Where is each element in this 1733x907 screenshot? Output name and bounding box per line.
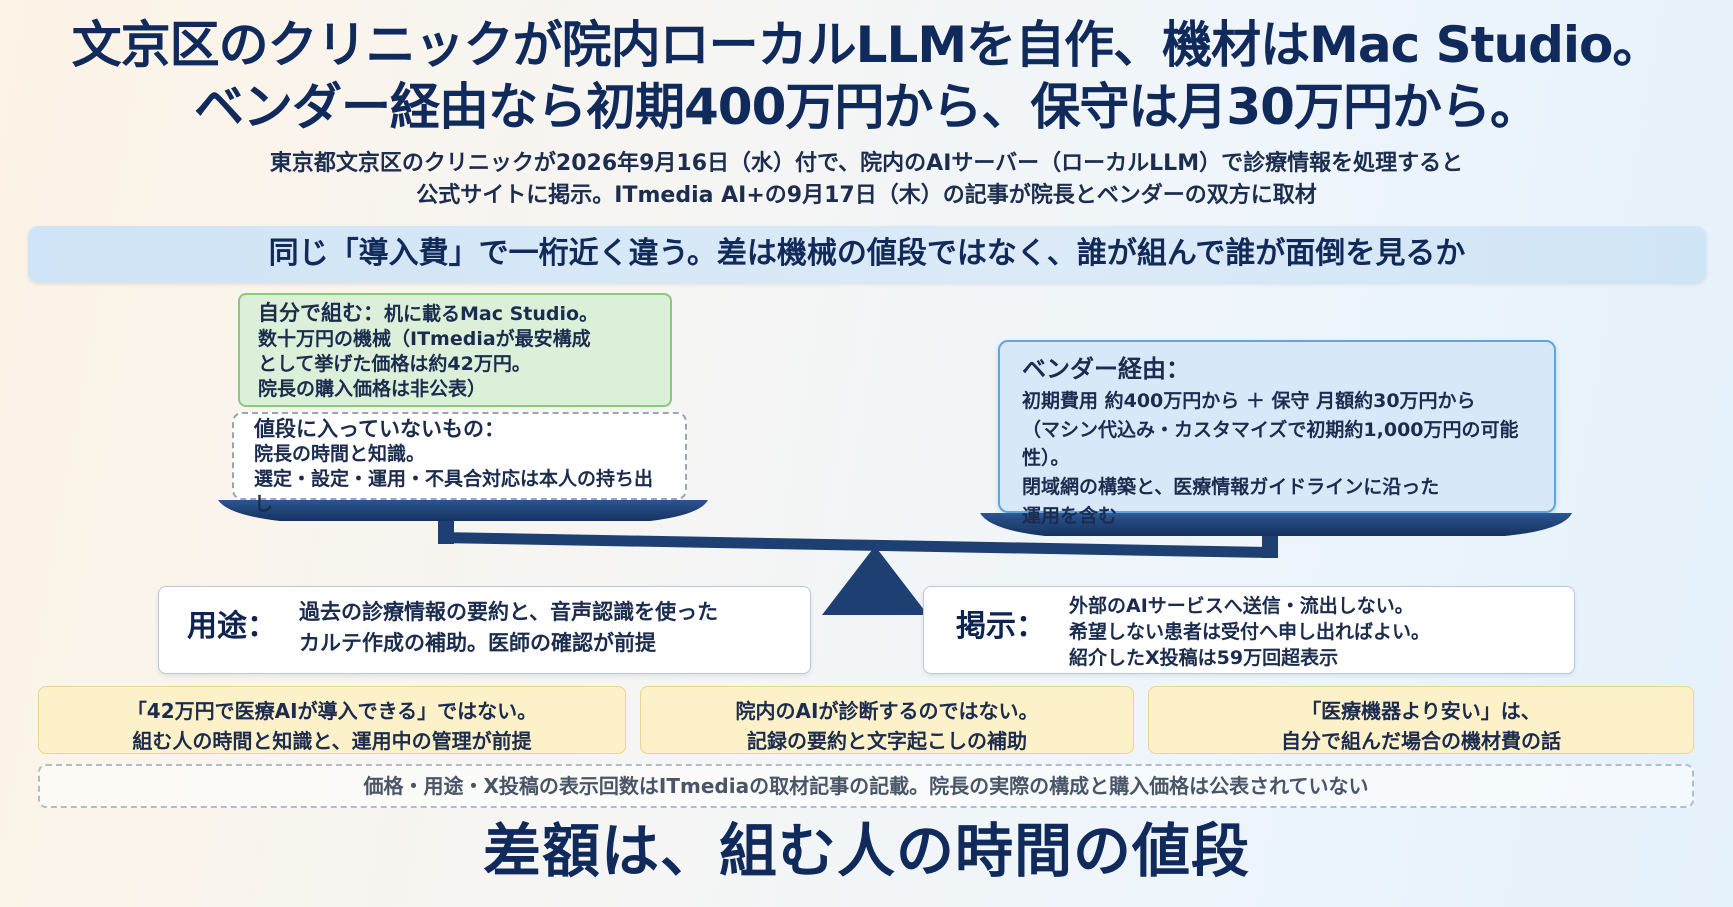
- caution-2-line-1: 院内のAIが診断するのではない。: [735, 699, 1039, 723]
- not-included-line-1: 院長の時間と知識。: [254, 443, 426, 465]
- headline-line-1: 文京区のクリニックが院内ローカルLLMを自作、機材はMac Studio。: [71, 16, 1663, 74]
- diy-line-2: 数十万円の機械（ITmediaが最安構成: [258, 328, 591, 350]
- diy-line-3: として挙げた価格は約42万円。: [258, 353, 531, 375]
- posting-line-1: 外部のAIサービスへ送信・流出しない。: [1069, 595, 1414, 617]
- caution-box-3: 「医療機器より安い」は、 自分で組んだ場合の機材費の話: [1148, 686, 1694, 754]
- vendor-line-1: 初期費用 約400万円から ＋ 保守 月額約30万円から: [1022, 390, 1476, 412]
- caution-box-1: 「42万円で医療AIが導入できる」ではない。 組む人の時間と知識と、運用中の管理…: [38, 686, 626, 754]
- posting-line-3: 紹介したX投稿は59万回超表示: [1069, 647, 1339, 669]
- source-note: 価格・用途・X投稿の表示回数はITmediaの取材記事の記載。院長の実際の構成と…: [38, 764, 1694, 808]
- scale-beam: [438, 532, 1270, 558]
- key-message-banner: 同じ「導入費」で一桁近く違う。差は機械の値段ではなく、誰が組んで誰が面倒を見るか: [28, 226, 1706, 282]
- not-included-heading: 値段に入っていないもの：: [254, 417, 505, 441]
- vendor-line-2: （マシン代込み・カスタマイズで初期約1,000万円の可能性）。: [1022, 419, 1519, 469]
- posting-text: 外部のAIサービスへ送信・流出しない。 希望しない患者は受付へ申し出ればよい。 …: [1069, 593, 1430, 671]
- caution-3-line-2: 自分で組んだ場合の機材費の話: [1281, 729, 1561, 753]
- vendor-line-4: 運用を含む: [1022, 505, 1118, 527]
- usage-text: 過去の診療情報の要約と、音声認識を使った カルテ作成の補助。医師の確認が前提: [299, 597, 718, 659]
- vendor-heading: ベンダー経由：: [1022, 355, 1190, 383]
- right-hanger: [1262, 536, 1278, 558]
- not-included-line-2: 選定・設定・運用・不具合対応は本人の持ち出し: [254, 468, 654, 515]
- not-included-box: 値段に入っていないもの： 院長の時間と知識。 選定・設定・運用・不具合対応は本人…: [232, 412, 687, 515]
- right-scale-pan: [980, 513, 1572, 536]
- usage-line-2: カルテ作成の補助。医師の確認が前提: [299, 631, 656, 655]
- scale-fulcrum: [822, 546, 928, 615]
- headline-line-2: ベンダー経由なら初期400万円から、保守は月30万円から。: [194, 78, 1540, 136]
- conclusion-text: 差額は、組む人の時間の値段: [482, 817, 1250, 885]
- caution-box-2: 院内のAIが診断するのではない。 記録の要約と文字起こしの補助: [640, 686, 1134, 754]
- diy-cost-box: 自分で組む：机に載るMac Studio。 数十万円の機械（ITmediaが最安…: [238, 293, 672, 407]
- diy-line-4: 院長の購入価格は非公表）: [258, 378, 487, 400]
- caution-2-line-2: 記録の要約と文字起こしの補助: [747, 729, 1027, 753]
- posting-line-2: 希望しない患者は受付へ申し出ればよい。: [1069, 621, 1431, 643]
- usage-line-1: 過去の診療情報の要約と、音声認識を使った: [299, 600, 719, 624]
- usage-label: 用途：: [187, 609, 277, 644]
- left-hanger: [438, 520, 454, 544]
- posting-box: 掲示： 外部のAIサービスへ送信・流出しない。 希望しない患者は受付へ申し出れば…: [923, 586, 1575, 674]
- caution-1-line-1: 「42万円で医療AIが導入できる」ではない。: [126, 699, 538, 723]
- diy-heading: 自分で組む：: [258, 301, 384, 325]
- vendor-line-3: 閉域網の構築と、医療情報ガイドラインに沿った: [1022, 476, 1440, 498]
- subtitle-line-2: 公式サイトに掲示。ITmedia AI+の9月17日（木）の記事が院長とベンダー…: [416, 183, 1317, 208]
- diy-line-1: 机に載るMac Studio。: [384, 303, 599, 325]
- subtitle-line-1: 東京都文京区のクリニックが2026年9月16日（水）付で、院内のAIサーバー（ロ…: [269, 151, 1464, 176]
- posting-label: 掲示：: [956, 609, 1046, 644]
- caution-3-line-1: 「医療機器より安い」は、: [1301, 699, 1541, 723]
- key-message-text: 同じ「導入費」で一桁近く違う。差は機械の値段ではなく、誰が組んで誰が面倒を見るか: [268, 236, 1466, 271]
- usage-box: 用途： 過去の診療情報の要約と、音声認識を使った カルテ作成の補助。医師の確認が…: [158, 586, 811, 674]
- caution-1-line-2: 組む人の時間と知識と、運用中の管理が前提: [132, 729, 532, 753]
- vendor-cost-box: ベンダー経由： 初期費用 約400万円から ＋ 保守 月額約30万円から （マシ…: [998, 340, 1556, 527]
- left-scale-pan: [218, 500, 708, 521]
